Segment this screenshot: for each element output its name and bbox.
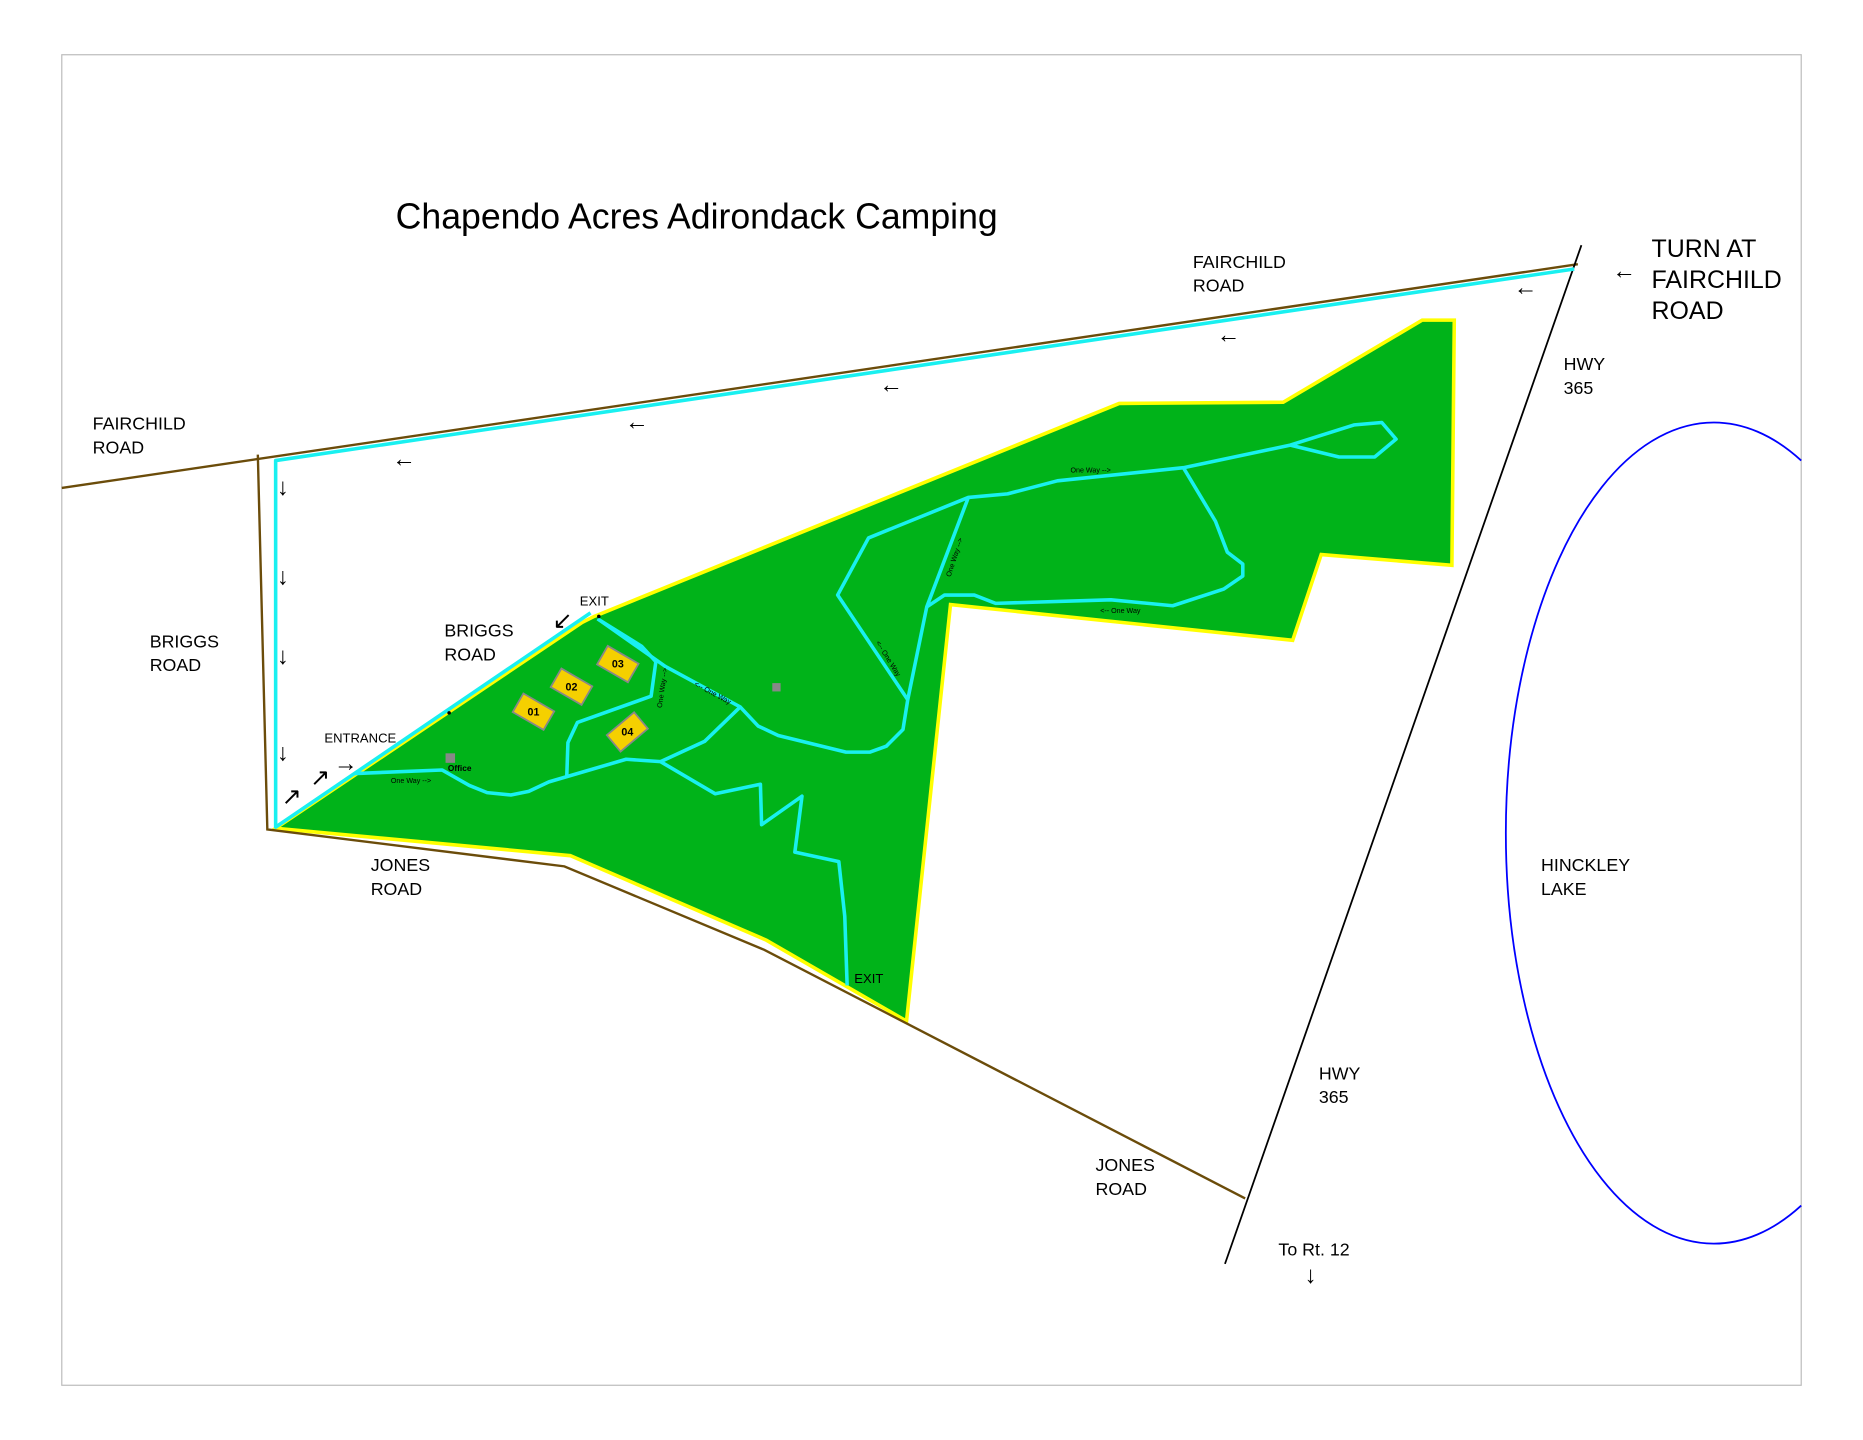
jones-road-label: ROAD — [1095, 1179, 1147, 1199]
building-marker — [772, 683, 781, 692]
arrow-left-icon: ← — [879, 372, 903, 399]
site-03[interactable]: 03 — [595, 644, 640, 684]
hwy-label: HWY — [1564, 354, 1606, 374]
campground-area — [270, 318, 1457, 1025]
entrance-label: ENTRANCE — [324, 731, 396, 746]
one-way-label: One Way --> — [391, 777, 431, 785]
office-label: Office — [448, 763, 472, 773]
lake-label: LAKE — [1541, 879, 1587, 899]
arrow-right-icon: → — [334, 750, 358, 777]
to-rt-label: To Rt. 12 — [1278, 1240, 1349, 1260]
briggs-jones-road — [256, 454, 1246, 1200]
trails — [273, 267, 1575, 986]
arrow-left-icon: ← — [1612, 257, 1636, 284]
svg-text:04: 04 — [621, 726, 633, 738]
exit-label: EXIT — [580, 594, 609, 609]
svg-text:01: 01 — [528, 706, 540, 718]
campsites[interactable]: 01 02 03 04 — [511, 644, 650, 753]
arrow-left-icon: ← — [1514, 274, 1538, 301]
marker-dot — [447, 711, 451, 715]
page-frame — [61, 54, 1802, 1386]
turn-label: FAIRCHILD — [1652, 266, 1782, 294]
fairchild-road-label: FAIRCHILD — [93, 414, 186, 434]
trail-main-loop — [596, 420, 1398, 754]
arrow-left-icon: ← — [625, 409, 649, 436]
svg-text:03: 03 — [612, 659, 624, 671]
site-02[interactable]: 02 — [549, 667, 594, 707]
arrow-left-icon: ← — [392, 445, 416, 472]
hinckley-lake — [1504, 421, 1802, 1245]
exit-dot — [597, 614, 601, 619]
briggs-road-label: ROAD — [150, 655, 202, 675]
arrow-left-icon: ← — [1217, 322, 1241, 349]
jones-road-label: JONES — [1095, 1155, 1154, 1175]
arrow-down-icon: ↓ — [277, 739, 289, 766]
briggs-road-label: BRIGGS — [444, 621, 513, 641]
trail-connector — [659, 705, 742, 764]
trail-east-loop — [925, 466, 1245, 609]
turn-label: ROAD — [1652, 297, 1724, 325]
trail-west-loop — [835, 495, 970, 701]
roads — [61, 263, 1579, 1200]
office-building — [445, 753, 456, 763]
site-01[interactable]: 01 — [511, 692, 556, 732]
fairchild-road-label: ROAD — [1193, 276, 1245, 296]
one-way-label: One Way --> — [1071, 466, 1111, 474]
fairchild-road-label: FAIRCHILD — [1193, 252, 1286, 272]
arrow-down-icon: ↓ — [277, 474, 289, 501]
turn-label: TURN AT — [1652, 235, 1757, 263]
svg-text:02: 02 — [566, 681, 578, 693]
arrow-up-right-icon: ↗ — [282, 783, 302, 810]
lake-label: HINCKLEY — [1541, 855, 1630, 875]
one-way-label: <-- One Way — [1100, 607, 1141, 615]
trail-sites — [564, 617, 658, 778]
briggs-road-label: ROAD — [444, 644, 496, 664]
hwy-label: 365 — [1564, 378, 1594, 398]
direction-arrows: ← ← ← ← ← ← ↓ ↓ ↓ ↓ ↓ ↗ ↗ → ↙ — [277, 257, 1636, 1288]
hwy-label: HWY — [1319, 1063, 1361, 1083]
jones-road-label: ROAD — [371, 879, 423, 899]
hwy-365 — [1224, 244, 1583, 1265]
fairchild-road — [61, 263, 1579, 490]
hwy-label: 365 — [1319, 1087, 1349, 1107]
site-04[interactable]: 04 — [605, 710, 650, 753]
exit-label: EXIT — [854, 971, 883, 986]
arrow-up-right-icon: ↗ — [310, 764, 330, 791]
jones-road-label: JONES — [371, 855, 430, 875]
arrow-down-icon: ↓ — [277, 643, 289, 670]
outer-trail — [273, 267, 1575, 829]
map-title: Chapendo Acres Adirondack Camping — [396, 196, 998, 236]
road-labels: FAIRCHILD ROAD FAIRCHILD ROAD BRIGGS ROA… — [93, 235, 1782, 1260]
arrow-down-icon: ↓ — [277, 563, 289, 590]
fairchild-road-label: ROAD — [93, 437, 145, 457]
arrow-down-left-icon: ↙ — [552, 607, 572, 634]
briggs-road-label: BRIGGS — [150, 631, 219, 651]
arrow-down-icon: ↓ — [1305, 1262, 1317, 1289]
